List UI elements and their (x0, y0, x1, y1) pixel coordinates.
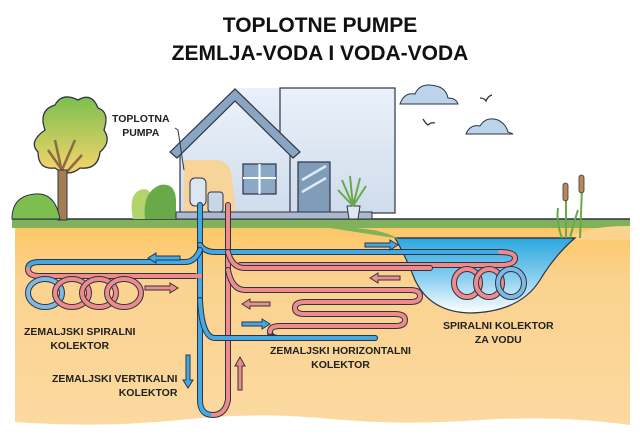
pipes (24, 202, 527, 419)
bird (479, 94, 493, 103)
title-line-2: ZEMLJA-VODA I VODA-VODA (171, 42, 469, 65)
label-water-spiral-line1: SPIRALNI KOLEKTOR (443, 320, 554, 332)
label-horizontal-ground-line2: KOLEKTOR (311, 359, 370, 371)
arrow-up-warm (234, 355, 246, 391)
house (169, 87, 396, 220)
label-water-spiral-collector: SPIRALNI KOLEKTOR ZA VODU (443, 319, 554, 347)
bushes (131, 184, 176, 219)
arrow-left-warm (369, 272, 401, 284)
label-spiral-ground-line2: KOLEKTOR (50, 340, 110, 352)
hill-right (560, 225, 630, 240)
label-horizontal-ground-line1: ZEMALJSKI HORIZONTALNI (270, 345, 411, 357)
flow-arrows (144, 239, 401, 391)
bird (422, 118, 436, 126)
label-vertical-ground-line2: KOLEKTOR (118, 387, 178, 399)
label-heat-pump: TOPLOTNA PUMPA (112, 112, 170, 140)
arrow-down-cold (182, 354, 194, 389)
arrow-left-cold (147, 252, 181, 264)
tree (11, 96, 108, 221)
cloud (465, 118, 514, 135)
label-heat-pump-line1: TOPLOTNA (112, 113, 170, 125)
arrow-right-warm (144, 282, 179, 294)
title-line-1: TOPLOTNE PUMPE (222, 14, 418, 37)
label-spiral-ground-collector: ZEMALJSKI SPIRALNI KOLEKTOR (24, 325, 135, 353)
arrow-right-cold (364, 239, 399, 251)
label-heat-pump-line2: PUMPA (122, 127, 160, 139)
arrow-left-warm (241, 298, 271, 310)
label-spiral-ground-line1: ZEMALJSKI SPIRALNI (24, 326, 136, 338)
label-vertical-ground-line1: ZEMALJSKI VERTIKALNI (52, 373, 178, 385)
grass-strip (12, 219, 630, 228)
label-horizontal-ground-collector: ZEMALJSKI HORIZONTALNI KOLEKTOR (270, 344, 411, 372)
label-water-spiral-line2: ZA VODU (474, 334, 522, 346)
cattails (556, 174, 585, 239)
potted-plant (337, 175, 367, 220)
label-vertical-ground-collector: ZEMALJSKI VERTIKALNI KOLEKTOR (52, 372, 177, 400)
arrow-right-cold (241, 318, 271, 330)
cloud (399, 84, 459, 105)
